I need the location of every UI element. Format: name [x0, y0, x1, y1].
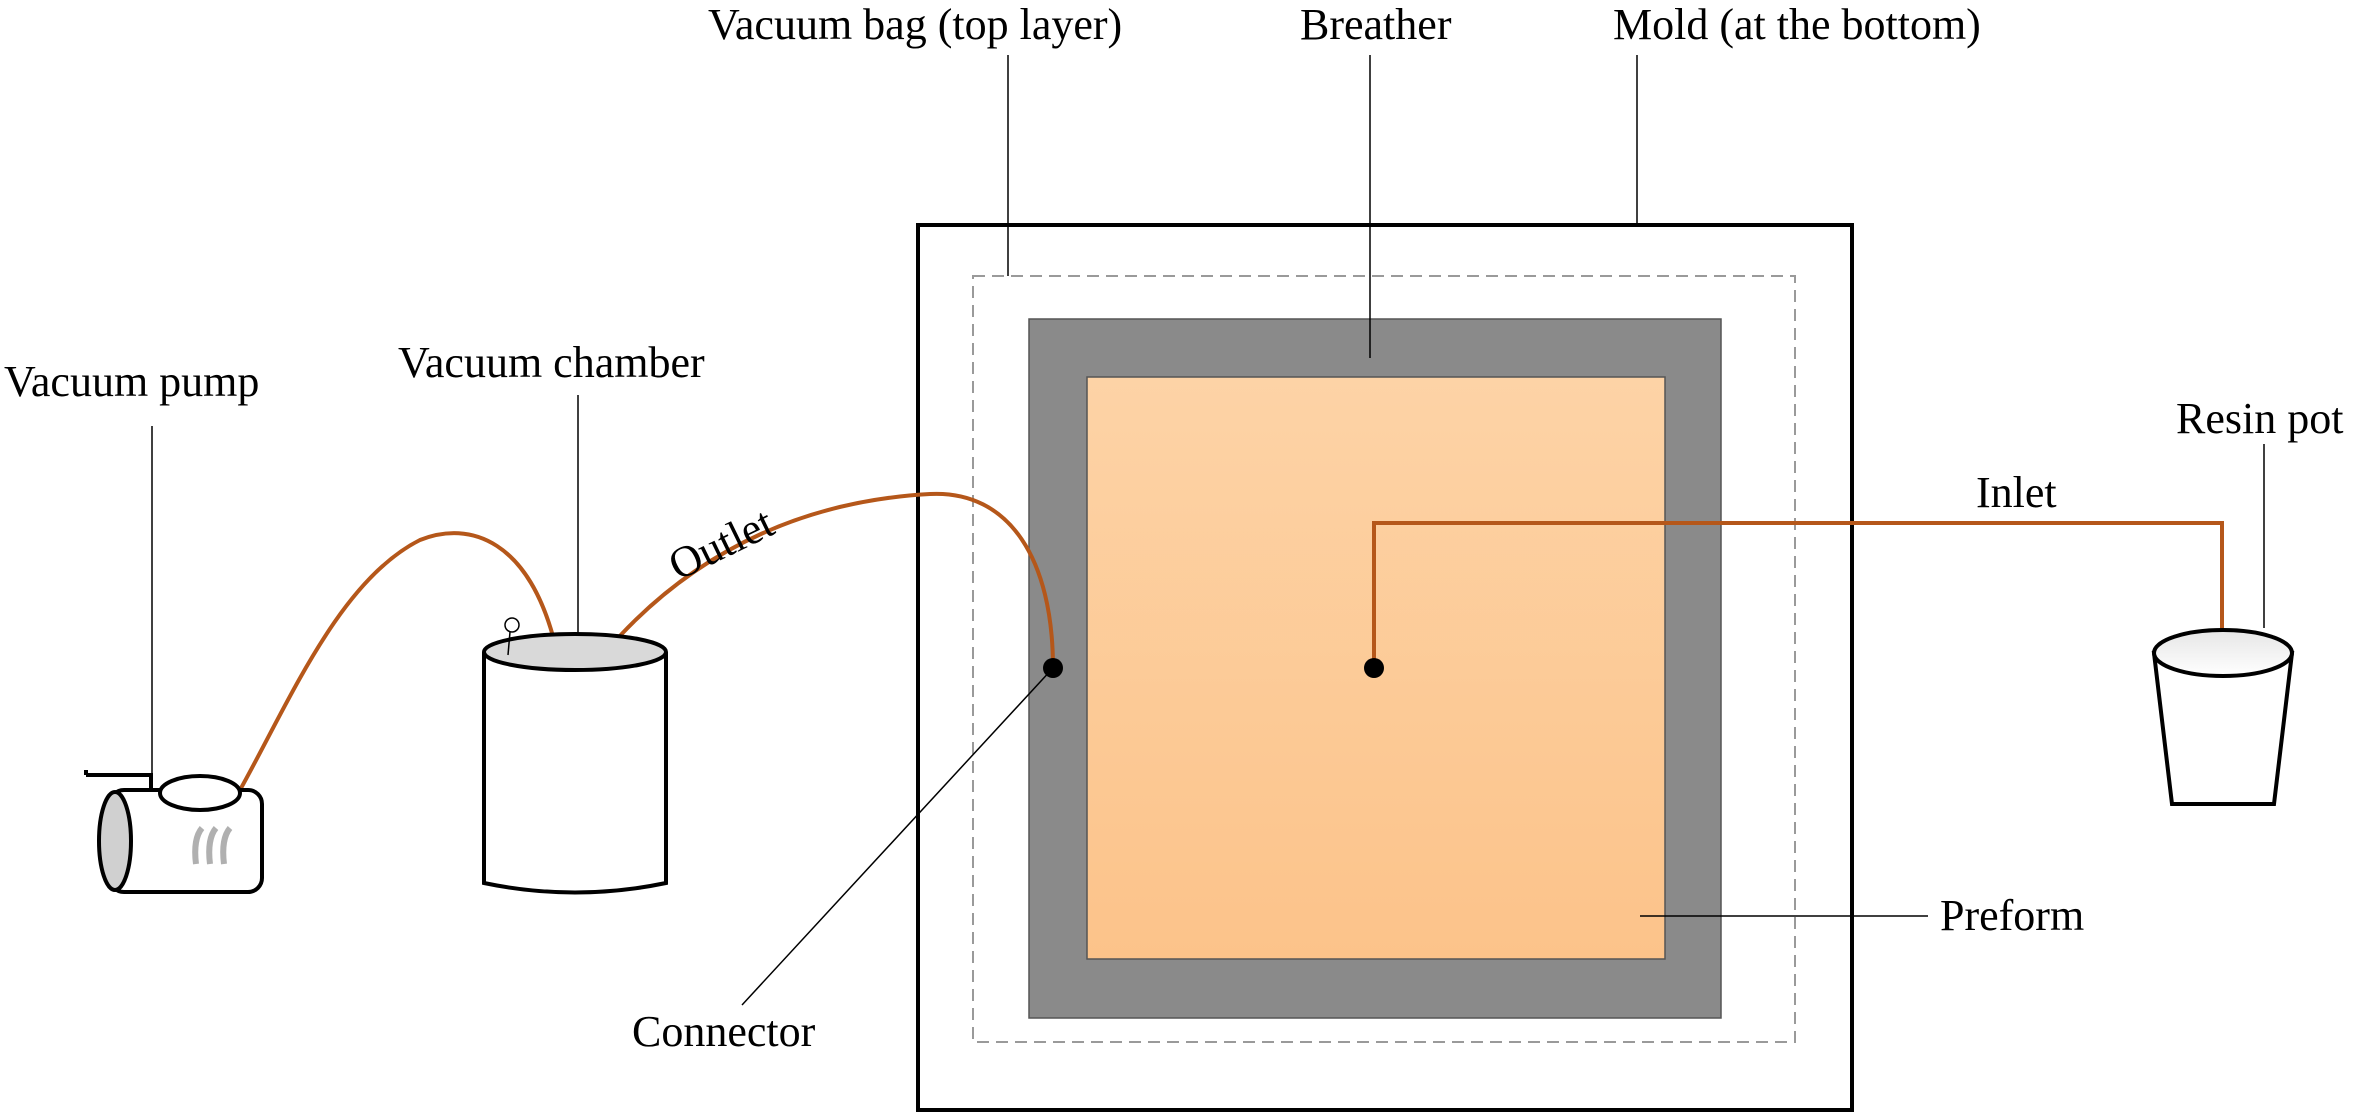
vacuum-chamber-label: Vacuum chamber: [398, 338, 705, 387]
outlet-label: Outlet: [661, 498, 781, 590]
connector-port: [1043, 658, 1063, 678]
pump-tube: [238, 531, 558, 791]
inlet-tube: [1372, 521, 2224, 675]
breather-label: Breather: [1300, 0, 1452, 49]
pressure-gauge-icon: [504, 617, 520, 633]
resin-pot-label: Resin pot: [2176, 394, 2343, 443]
preform-label: Preform: [1940, 891, 2084, 940]
inlet-port: [1364, 658, 1384, 678]
resin-pot: [2151, 628, 2295, 806]
vacuum-bag: [972, 275, 1796, 1043]
inlet-label: Inlet: [1976, 468, 2057, 517]
vacuum-pump-label: Vacuum pump: [4, 357, 259, 406]
mold-label: Mold (at the bottom): [1613, 0, 1981, 49]
vacuum-pump: [84, 770, 264, 894]
vacuum-bag-label: Vacuum bag (top layer): [708, 0, 1122, 49]
connector-label: Connector: [632, 1007, 816, 1056]
vacuum-chamber: [482, 617, 668, 895]
outlet-tube: [600, 491, 1055, 669]
connector-leader: [741, 667, 1054, 1006]
